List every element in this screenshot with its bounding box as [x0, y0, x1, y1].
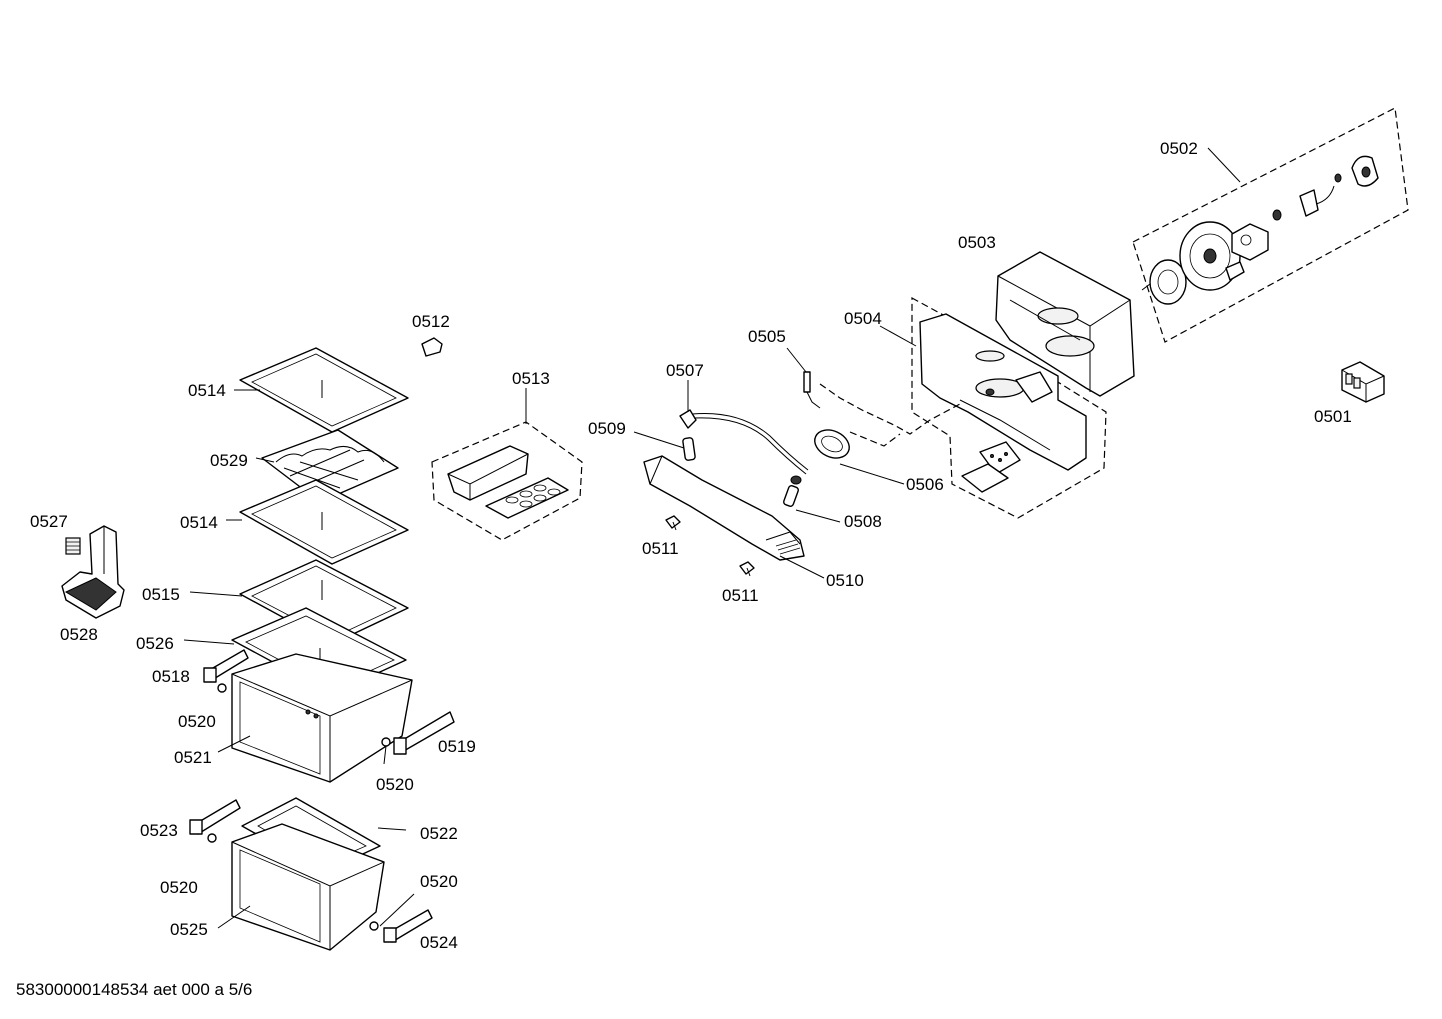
part-0505-sensor — [803, 371, 821, 409]
part-0514-shelf-top — [239, 347, 409, 433]
label-0520-a: 0520 — [178, 712, 216, 731]
label-0513: 0513 — [512, 369, 550, 388]
part-0520-screw-b — [381, 737, 391, 747]
part-0507-wire-harness — [679, 409, 809, 475]
document-footer-code: 58300000148534 aet 000 a 5/6 — [16, 980, 253, 999]
label-0522: 0522 — [420, 824, 458, 843]
part-0527-cover — [65, 537, 81, 555]
label-0514-b: 0514 — [180, 513, 218, 532]
part-0509-lamp — [682, 437, 696, 461]
label-0508: 0508 — [844, 512, 882, 531]
label-0529: 0529 — [210, 451, 248, 470]
label-0521: 0521 — [174, 748, 212, 767]
label-0503: 0503 — [958, 233, 996, 252]
label-0507: 0507 — [666, 361, 704, 380]
part-0506-lamp-cover — [814, 383, 961, 459]
part-0520-screw-a — [217, 683, 227, 693]
part-0521-crisper-drawer — [231, 653, 413, 783]
part-0512-clip — [421, 337, 443, 357]
label-0511-a: 0511 — [642, 539, 679, 558]
part-0519-rail — [393, 711, 455, 755]
label-0502: 0502 — [1160, 139, 1198, 158]
part-0518-rail — [203, 649, 249, 683]
part-0523-rail — [189, 799, 241, 835]
label-0515: 0515 — [142, 585, 180, 604]
label-0509: 0509 — [588, 419, 626, 438]
part-0524-rail — [383, 909, 433, 943]
label-0525: 0525 — [170, 920, 208, 939]
label-0519: 0519 — [438, 737, 476, 756]
label-0506: 0506 — [906, 475, 944, 494]
label-0518: 0518 — [152, 667, 190, 686]
label-0520-d: 0520 — [420, 872, 458, 891]
part-0508-lamp — [783, 475, 802, 507]
part-labels: 0502 0503 0504 0505 0507 0501 0509 0506 … — [30, 139, 1352, 952]
label-0520-b: 0520 — [376, 775, 414, 794]
label-0514-a: 0514 — [188, 381, 226, 400]
label-0526: 0526 — [136, 634, 174, 653]
label-0512: 0512 — [412, 312, 450, 331]
leader-lines — [183, 147, 1241, 929]
label-0510: 0510 — [826, 571, 864, 590]
label-0511-b: 0511 — [722, 586, 759, 605]
part-0513-tray-group — [431, 421, 583, 541]
label-0520-c: 0520 — [160, 878, 198, 897]
part-0501-module — [1341, 361, 1385, 403]
part-0510-light-cover — [643, 455, 805, 561]
part-0504-panel — [911, 296, 1107, 519]
part-0528-dispenser — [61, 525, 125, 619]
part-0511-screw-b — [739, 561, 755, 577]
part-0502-fan-assembly — [1132, 107, 1409, 343]
label-0504: 0504 — [844, 309, 882, 328]
part-0525-drawer — [231, 823, 385, 951]
part-0520-screw-d — [369, 921, 379, 931]
label-0524: 0524 — [420, 933, 458, 952]
label-0501: 0501 — [1314, 407, 1352, 426]
label-0528: 0528 — [60, 625, 98, 644]
part-0514-shelf-middle — [239, 479, 409, 565]
label-0527: 0527 — [30, 512, 68, 531]
label-0505: 0505 — [748, 327, 786, 346]
part-0520-screw-c — [207, 833, 217, 843]
part-0503-housing — [995, 251, 1135, 397]
label-0523: 0523 — [140, 821, 178, 840]
part-0511-screw-a — [665, 515, 681, 531]
